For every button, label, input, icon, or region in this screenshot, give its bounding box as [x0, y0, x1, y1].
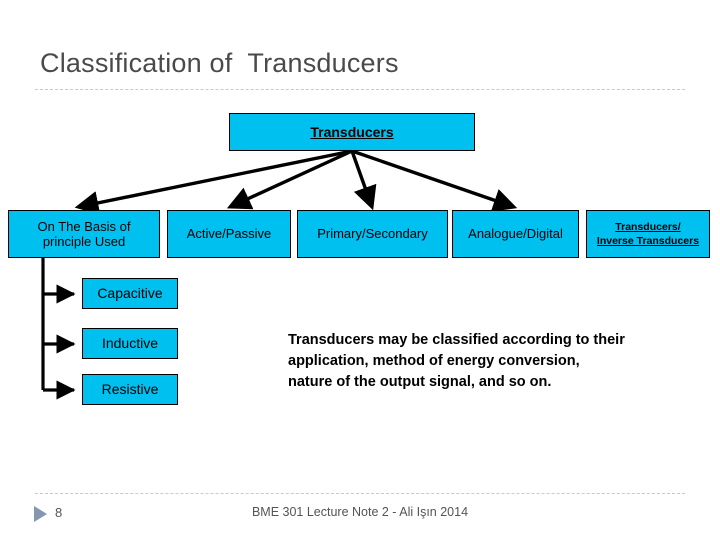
- play-triangle-icon: [34, 506, 47, 522]
- node-analogue-digital[interactable]: Analogue/Digital: [452, 210, 579, 258]
- node-inductive[interactable]: Inductive: [82, 328, 178, 359]
- node-transducers[interactable]: Transducers: [229, 113, 475, 151]
- node-active-passive[interactable]: Active/Passive: [167, 210, 291, 258]
- branch-connectors: [41, 258, 76, 400]
- slide-number: 8: [55, 505, 63, 520]
- node-on-the-basis-of-principle-used[interactable]: On The Basis of principle Used: [8, 210, 160, 258]
- page-title: Classification of Transducers: [40, 48, 399, 78]
- root-fan-arrows: [74, 149, 518, 215]
- node-capacitive[interactable]: Capacitive: [82, 278, 178, 309]
- footer-caption: BME 301 Lecture Note 2 - Ali Işın 2014: [251, 505, 469, 519]
- footer-divider: [35, 493, 685, 494]
- body-paragraph: Transducers may be classified according …: [288, 332, 625, 391]
- node-transducers-inverse-transducers[interactable]: Transducers/Inverse Transducers: [586, 210, 710, 258]
- node-resistive[interactable]: Resistive: [82, 374, 178, 405]
- title-divider: [35, 89, 685, 90]
- node-primary-secondary[interactable]: Primary/Secondary: [297, 210, 448, 258]
